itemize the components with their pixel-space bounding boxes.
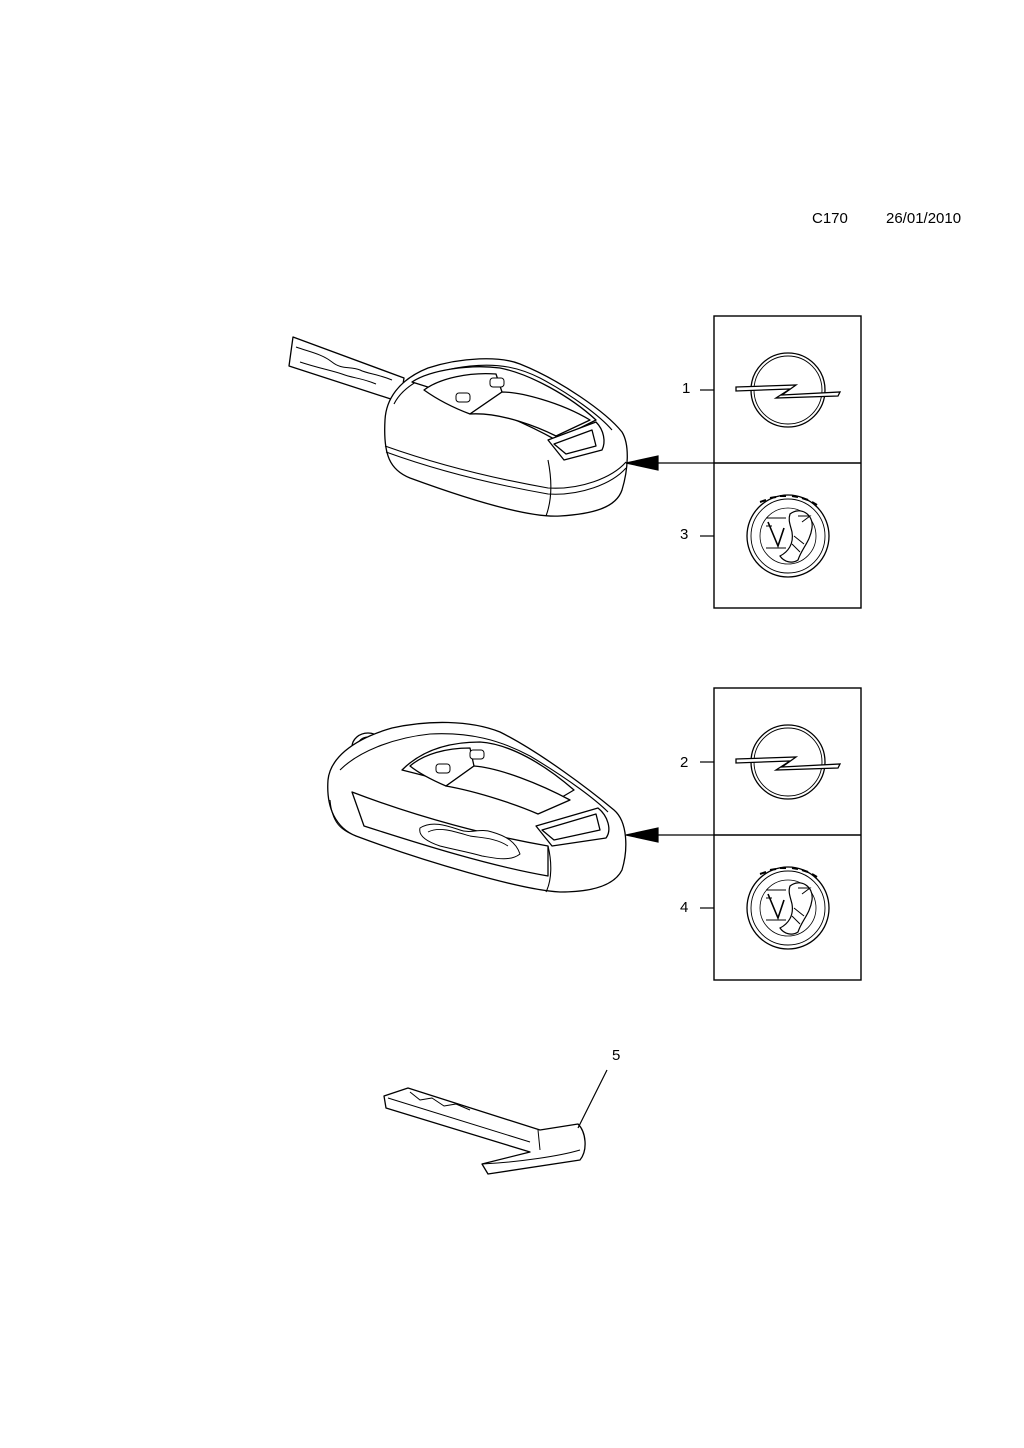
arrow-top	[625, 455, 659, 471]
vauxhall-griffin-icon	[746, 494, 830, 578]
opel-logo-icon	[735, 352, 841, 428]
emergency-key-blade	[383, 1087, 586, 1175]
callout-2: 2	[680, 754, 689, 771]
remote-key-flip	[327, 721, 627, 893]
arrow-middle	[625, 827, 659, 843]
vauxhall-griffin-icon	[746, 866, 830, 950]
callout-3: 3	[680, 526, 689, 543]
callout-4: 4	[680, 899, 689, 916]
callout-1: 1	[682, 380, 691, 397]
logo-box-top	[713, 315, 862, 609]
remote-key-fixed-blade	[288, 336, 628, 517]
diagram-code: C170	[812, 210, 848, 227]
callout-5: 5	[612, 1047, 621, 1064]
diagram-date: 26/01/2010	[886, 210, 962, 227]
leader-lines	[577, 389, 714, 1129]
logo-box-middle	[713, 687, 862, 981]
opel-logo-icon	[735, 724, 841, 800]
